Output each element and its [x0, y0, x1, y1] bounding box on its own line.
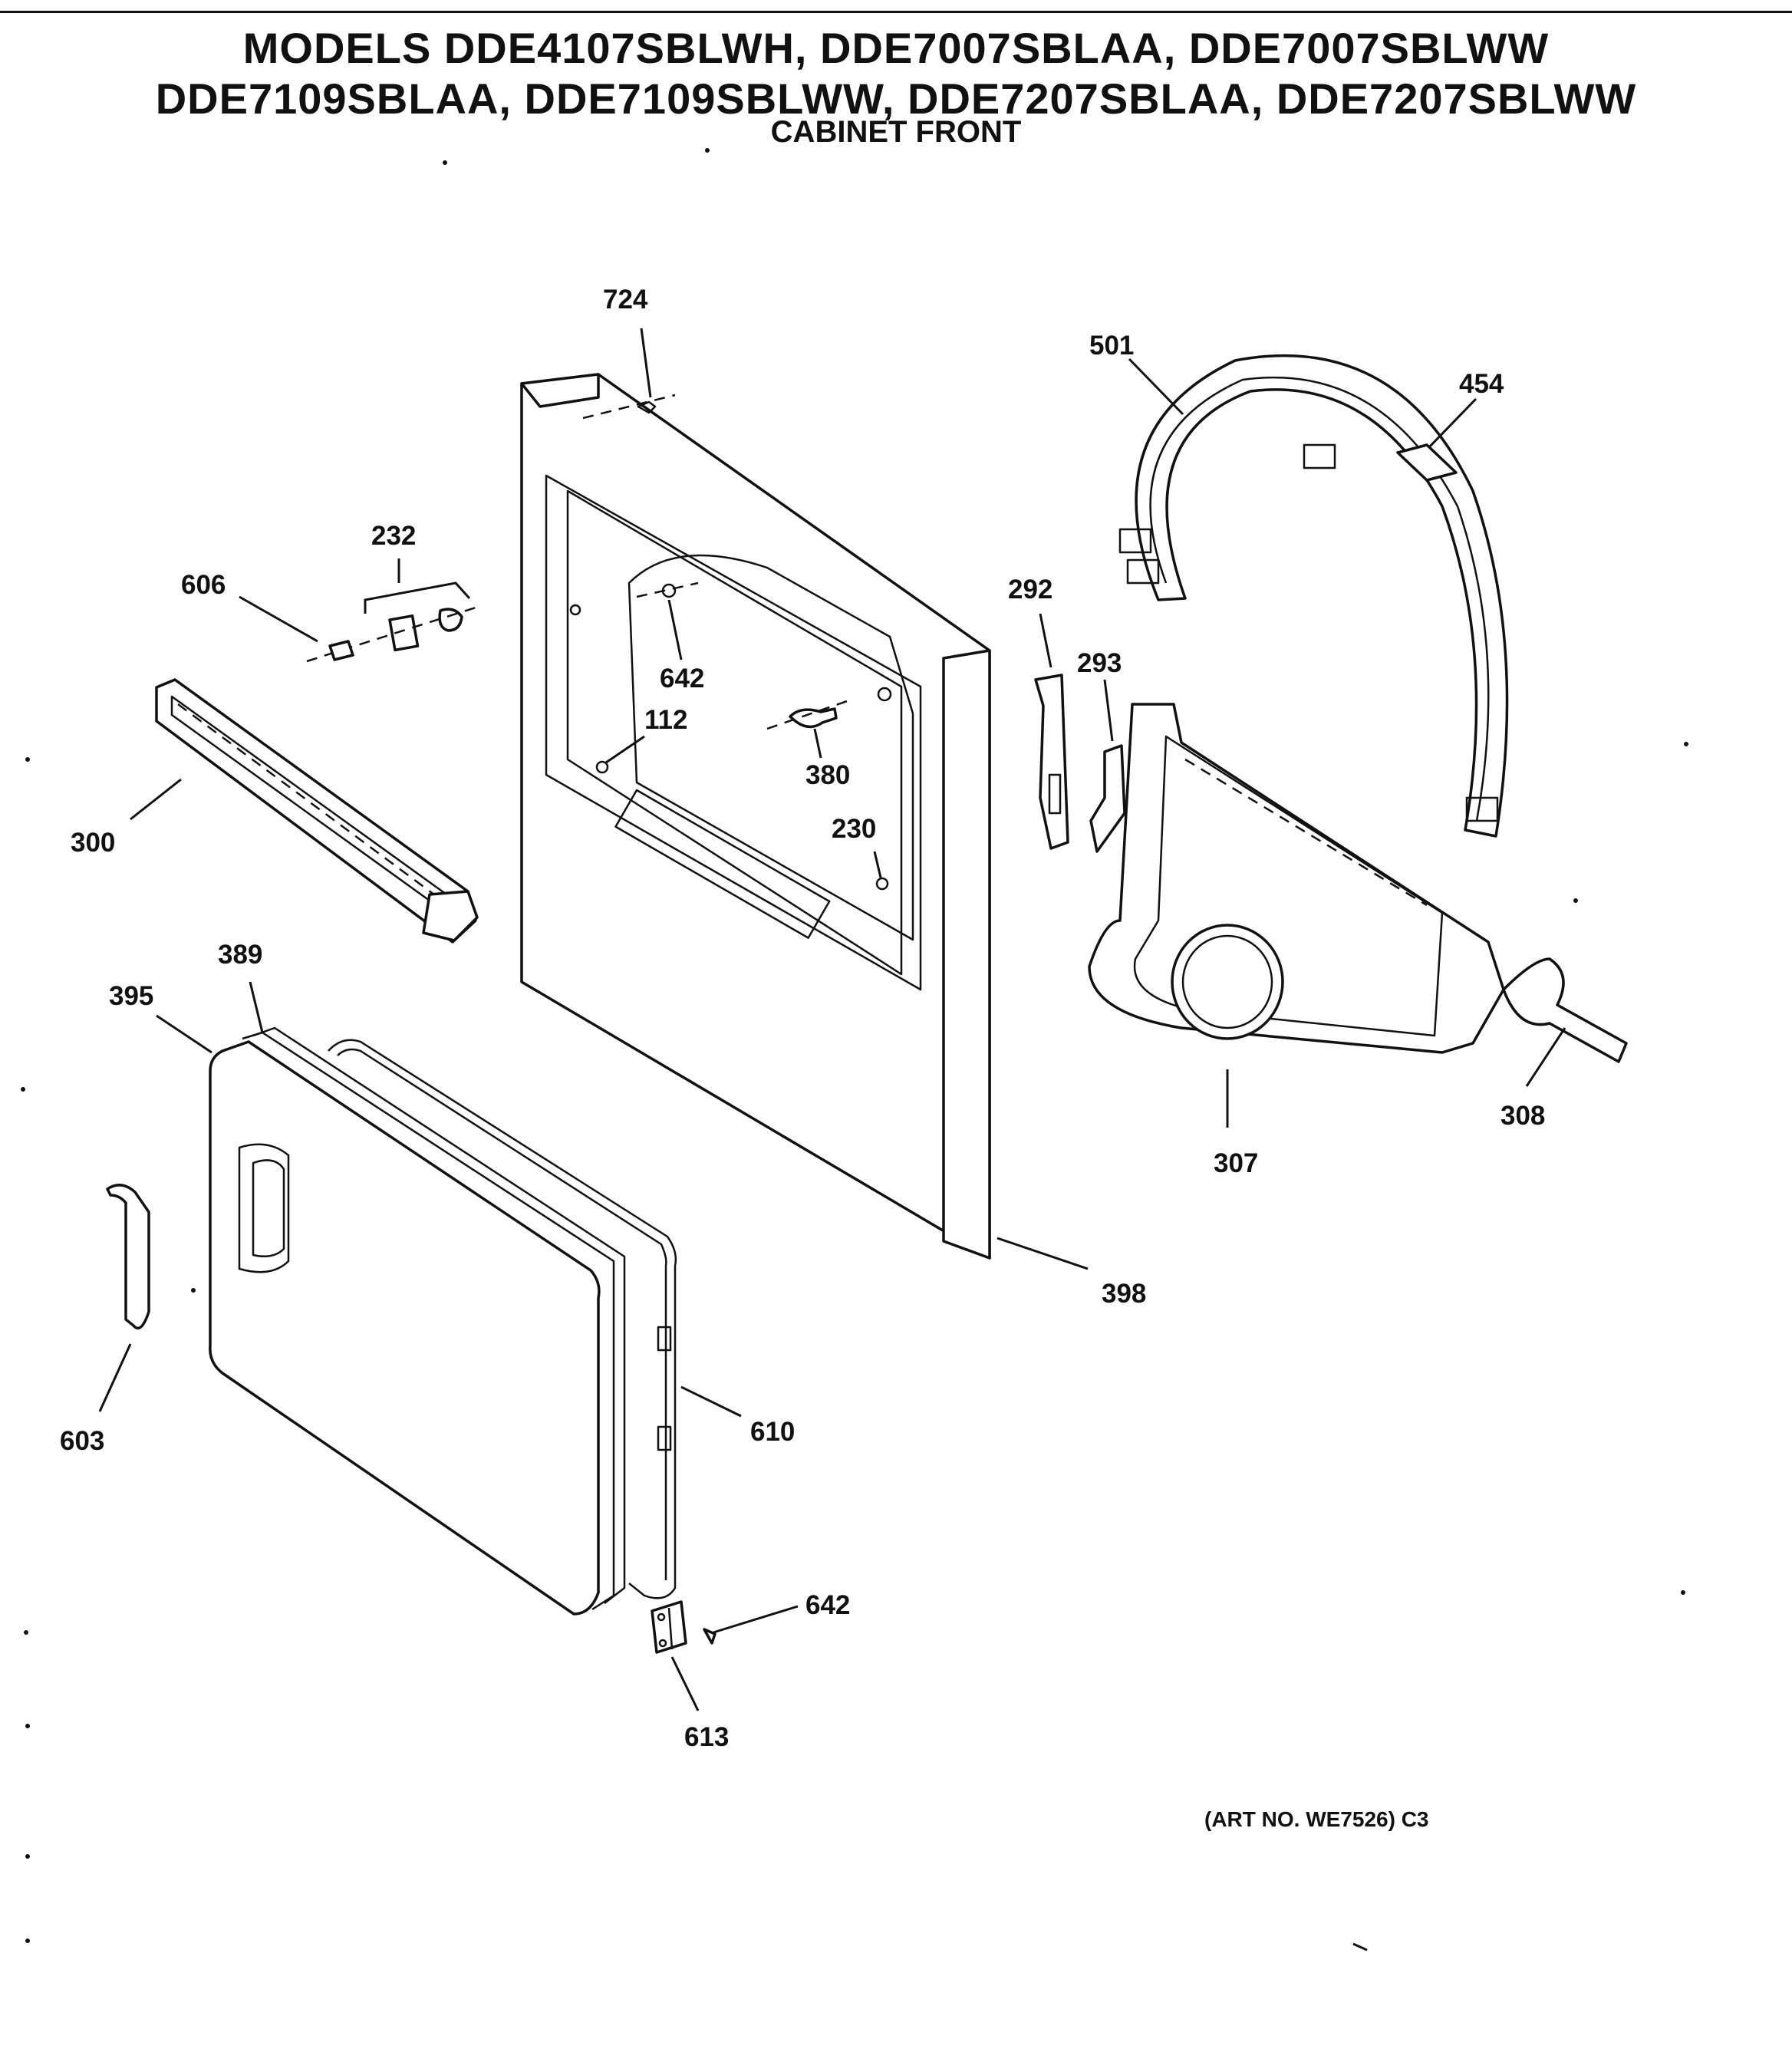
- screw-112-part: [595, 760, 609, 774]
- page-subtitle: CABINET FRONT: [770, 115, 1022, 149]
- callout-380: 380: [805, 760, 850, 790]
- door-catch-part: [306, 606, 476, 663]
- callout-613: 613: [684, 1722, 729, 1752]
- callout-230: 230: [832, 814, 876, 844]
- door-handle-603-part: [106, 1184, 150, 1330]
- clip-454-part: [1396, 443, 1458, 482]
- callout-606: 606: [181, 570, 226, 600]
- screw-230-part: [875, 877, 889, 891]
- callout-603: 603: [60, 1426, 104, 1456]
- page-title-line-1: MODELS DDE4107SBLWH, DDE7007SBLAA, DDE70…: [242, 24, 1550, 72]
- top-rule: [0, 11, 1792, 13]
- callout-389: 389: [218, 940, 262, 970]
- door-gasket-610-part: [328, 1039, 677, 1599]
- callout-307: 307: [1214, 1148, 1258, 1178]
- bracket-292-part: [1034, 674, 1069, 850]
- callout-292: 292: [1008, 575, 1052, 604]
- pin-380-part: [766, 698, 852, 730]
- callout-610: 610: [750, 1417, 795, 1447]
- callout-labels: 724 501 454 232 606 642 112 380 292 293 …: [60, 285, 1545, 1752]
- door-strike-606-part: [328, 640, 354, 661]
- callout-395: 395: [109, 981, 153, 1011]
- bulkhead-duct-307-part: [1088, 703, 1505, 1054]
- door-outer-panel-part: [209, 1040, 601, 1616]
- callout-642-lower: 642: [805, 1590, 850, 1620]
- screw-642-lower-part: [703, 1628, 716, 1645]
- callout-308: 308: [1500, 1101, 1545, 1131]
- callout-232: 232: [371, 521, 416, 551]
- bracket-293-part: [1089, 744, 1126, 853]
- scan-specks: [21, 148, 1688, 1952]
- screw-724-part: [582, 394, 676, 420]
- bulkhead-arc-501-part: [1118, 354, 1509, 838]
- callout-398: 398: [1102, 1279, 1146, 1309]
- leader-lines: [98, 328, 1566, 1711]
- callout-642-upper: 642: [660, 664, 704, 693]
- screw-642-upper-part: [636, 581, 699, 598]
- lint-filter-part: [155, 678, 479, 944]
- callout-300: 300: [71, 828, 115, 858]
- hinge-613-part: [651, 1600, 687, 1654]
- hose-308-part: [1502, 957, 1628, 1063]
- callout-454: 454: [1459, 369, 1504, 399]
- page-title-line-2: DDE7109SBLAA, DDE7109SBLWW, DDE7207SBLAA…: [155, 74, 1637, 123]
- callout-112: 112: [644, 705, 687, 735]
- callout-724: 724: [603, 285, 648, 315]
- callout-293: 293: [1077, 648, 1122, 678]
- door-liner-389-part: [242, 1026, 626, 1611]
- front-panel-part: [520, 373, 991, 1260]
- art-number: (ART NO. WE7526) C3: [1204, 1807, 1429, 1831]
- callout-501: 501: [1089, 331, 1134, 361]
